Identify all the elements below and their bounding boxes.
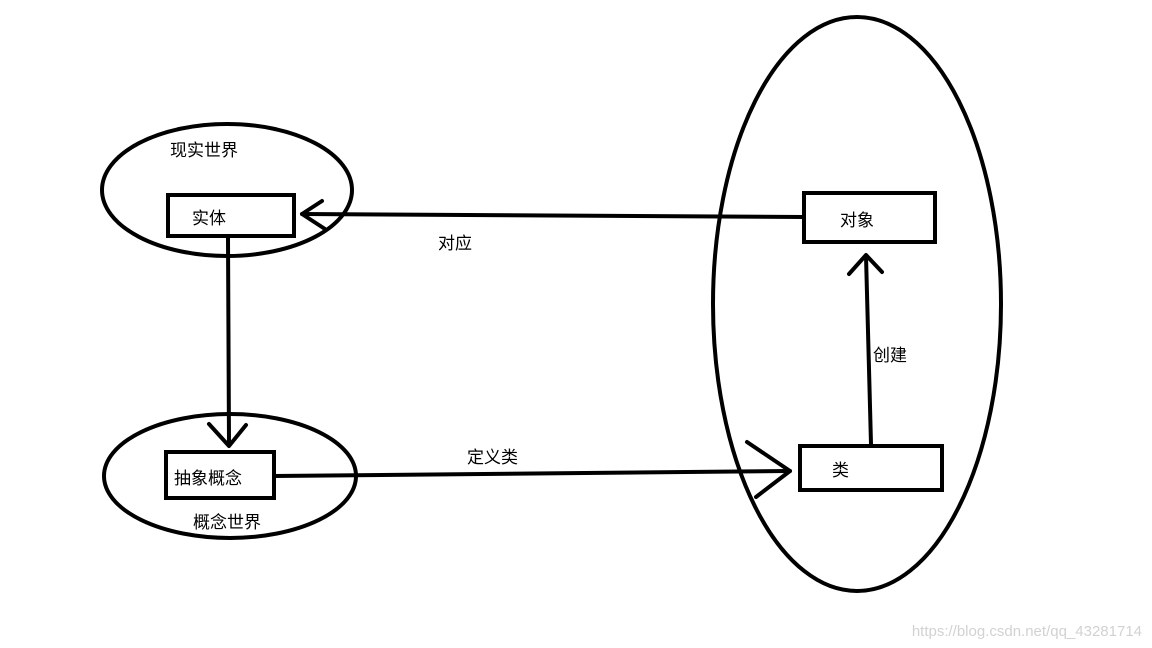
entity-to-concept-arrow [207, 236, 248, 448]
correspond-arrow [300, 199, 806, 231]
program-world-ellipse [711, 15, 1003, 593]
abstract-concept-label: 抽象概念 [174, 469, 242, 489]
define-class-arrow [272, 440, 792, 499]
object-label: 对象 [840, 211, 874, 231]
class-label: 类 [832, 461, 849, 481]
watermark-text: https://blog.csdn.net/qq_43281714 [911, 623, 1142, 640]
class-box [798, 444, 944, 492]
real-world-label: 现实世界 [170, 141, 238, 161]
concept-world-label: 概念世界 [193, 513, 261, 533]
create-arrow [847, 253, 884, 446]
define-class-label: 定义类 [467, 448, 518, 468]
entity-label: 实体 [192, 209, 226, 229]
entity-box [166, 193, 296, 238]
create-label: 创建 [873, 346, 907, 366]
correspond-label: 对应 [438, 234, 472, 254]
